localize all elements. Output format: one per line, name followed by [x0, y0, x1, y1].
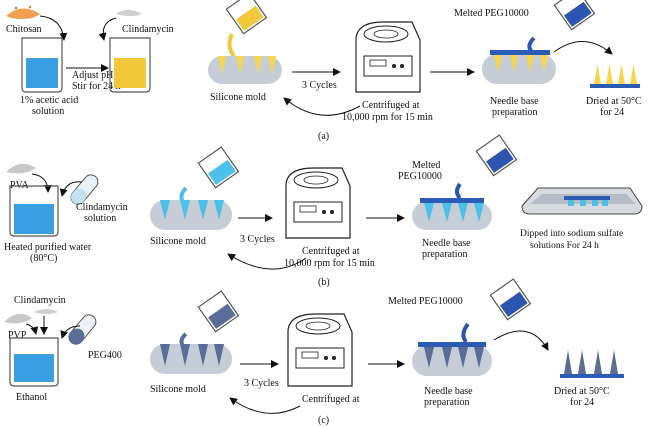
cycles-label-c: 3 Cycles — [244, 378, 279, 389]
clindamycin-label: Clindamycin — [122, 24, 174, 35]
cycle-arrow-b — [227, 253, 307, 270]
clindamycin-label-c: Clindamycin — [14, 295, 66, 306]
clindamycin-powder-icon-c — [34, 309, 58, 314]
caption-b: (b) — [318, 277, 330, 288]
melted-peg-label-a: Melted PEG10000 — [454, 8, 529, 19]
acetic-acid-label-2: solution — [32, 106, 64, 117]
needle-base-a — [482, 50, 556, 84]
peg400-tube-icon — [68, 314, 97, 345]
panel-a: Chitosan 1% acetic acid solution Clindam… — [6, 0, 642, 142]
panel-b: PVA Clindamycin solution Heated purified… — [4, 134, 643, 288]
needle-base-label-a-1: Needle base — [490, 96, 539, 107]
silicone-mold-c — [150, 344, 232, 374]
centrifuge-icon-b — [285, 167, 351, 239]
mold-label-b: Silicone mold — [150, 236, 206, 247]
pouring-beaker-icon — [225, 0, 268, 58]
dipped-label-2: solutions For 24 h — [530, 241, 599, 251]
caption-a: (a) — [318, 131, 329, 142]
arrow-chitosan-to-beaker — [39, 15, 68, 41]
chitosan-label: Chitosan — [6, 24, 42, 35]
centrifuge-label-c-1: Centrifuged at — [302, 394, 360, 405]
mold-label-c: Silicone mold — [150, 384, 206, 395]
silicone-mold-b — [150, 200, 232, 230]
needle-base-label-b-2: preparation — [422, 249, 468, 260]
needle-base-b — [412, 198, 492, 230]
cycle-arrow-c — [229, 397, 301, 414]
melted-peg-beaker-icon-c — [461, 278, 532, 344]
cycles-label-b: 3 Cycles — [240, 234, 275, 245]
clindamycin-tube-icon — [70, 174, 99, 205]
clindamycin-solution-label-2: solution — [84, 213, 116, 224]
melted-peg-label-c: Melted PEG10000 — [388, 296, 463, 307]
caption-c: (c) — [318, 415, 329, 426]
centrifuge-label-b-2: 10,000 rpm for 15 min — [284, 258, 375, 269]
clindamycin-solution-label-1: Clindamycin — [76, 202, 128, 213]
melted-label-b-2: PEG10000 — [398, 171, 442, 182]
melted-peg-beaker-icon-a — [527, 0, 596, 54]
needle-base-label-c-1: Needle base — [424, 386, 473, 397]
arrow-pva-to-beaker — [31, 173, 52, 193]
mixture-beaker-icon — [109, 37, 151, 93]
pva-powder-icon — [6, 163, 36, 174]
clindamycin-powder-icon — [116, 10, 142, 16]
mold-label-a: Silicone mold — [210, 92, 266, 103]
dried-label-a-2: for 24 — [600, 107, 624, 118]
needle-base-c — [412, 342, 492, 376]
pvp-powder-icon — [4, 313, 32, 324]
acetic-acid-beaker-icon — [21, 37, 63, 93]
arrow-peg400-to-beaker — [60, 325, 81, 339]
adjust-ph-label: Adjust pH to 5.0 — [72, 70, 139, 81]
arrow-clindamycin-to-beaker — [98, 17, 117, 41]
dried-needles-a — [590, 64, 640, 88]
needle-base-label-b-1: Needle base — [422, 238, 471, 249]
dried-needles-c — [560, 350, 624, 378]
acetic-acid-label-1: 1% acetic acid — [20, 95, 78, 106]
pouring-beaker-icon-c — [179, 290, 240, 350]
centrifuge-label-a-2: 10,000 rpm for 15 min — [342, 112, 433, 123]
centrifuge-icon-a — [355, 21, 421, 93]
panel-c: Clindamycin PVP PEG400 Ethanol — [4, 278, 624, 426]
stir-label: Stir for 24 h — [72, 81, 121, 92]
cycle-arrow-a — [283, 97, 361, 116]
ethanol-beaker-icon — [9, 337, 59, 387]
arrow-drug-to-beaker-b — [59, 181, 83, 197]
centrifuge-icon-c — [287, 313, 353, 387]
needle-base-label-c-2: preparation — [424, 397, 470, 408]
arrow-pvp-to-beaker — [25, 323, 39, 335]
arrow-base-to-dried-c — [493, 330, 549, 351]
centrifuge-label-a-1: Centrifuged at — [362, 100, 420, 111]
pvp-label: PVP — [8, 330, 27, 341]
peg400-label: PEG400 — [88, 350, 122, 361]
sodium-sulfate-tray-icon — [521, 187, 643, 215]
heated-water-label-2: (80°C) — [30, 253, 57, 264]
centrifuge-label-b-1: Centrifuged at — [302, 246, 360, 257]
chitosan-powder-icon — [6, 5, 40, 19]
pouring-beaker-icon-b — [179, 146, 240, 206]
needle-base-label-a-2: preparation — [492, 107, 538, 118]
ethanol-label: Ethanol — [16, 392, 47, 403]
melted-peg-beaker-icon-b — [455, 134, 518, 200]
purified-water-beaker-icon — [9, 185, 59, 237]
silicone-mold-a — [208, 56, 282, 84]
dried-label-c-2: for 24 — [570, 397, 594, 408]
dipped-label-1: Dipped into sodium sulfate — [520, 228, 623, 239]
dried-label-a-1: Dried at 50°C — [586, 96, 642, 107]
arrow-base-to-dried-a — [553, 41, 613, 55]
dried-label-c-1: Dried at 50°C — [554, 386, 610, 397]
melted-label-b-1: Melted — [412, 160, 440, 171]
cycles-label-a: 3 Cycles — [302, 80, 337, 91]
heated-water-label-1: Heated purified water — [4, 242, 92, 253]
